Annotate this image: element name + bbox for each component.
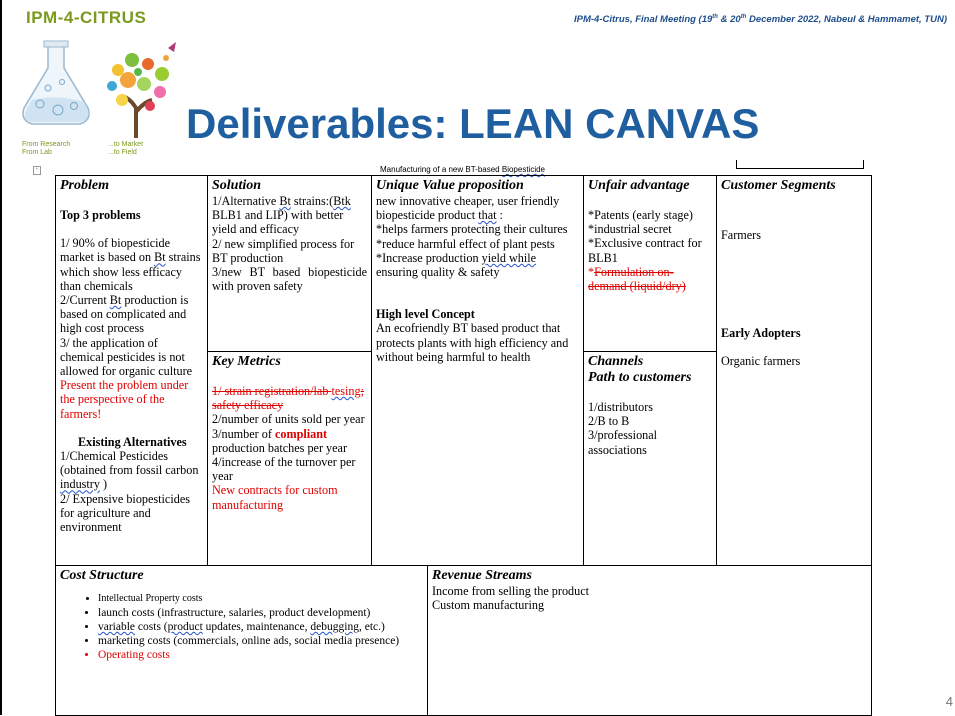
alternative-2: 2/ Expensive biopesticides for agricultu… xyxy=(60,491,190,535)
problem-cell: Problem Top 3 problems 1/ 90% of biopest… xyxy=(55,175,208,566)
cost-cell: Cost Structure Intellectual Property cos… xyxy=(55,565,428,716)
project-logo xyxy=(22,40,176,138)
cost-item: marketing costs (commercials, online ads… xyxy=(98,634,423,648)
solution-header: Solution xyxy=(212,178,262,193)
brand-title: IPM-4-CITRUS xyxy=(26,8,147,27)
problem-2: 2/Current Bt production is based on comp… xyxy=(60,293,189,336)
cost-item: launch costs (infrastructure, salaries, … xyxy=(98,606,423,620)
revenue-cell: Revenue Streams Income from selling the … xyxy=(427,565,872,716)
concept-text: An ecofriendly BT based product that pro… xyxy=(376,321,569,364)
problem-1: 1/ 90% of biopesticide market is based o… xyxy=(60,236,201,293)
channel-2: 2/B to B xyxy=(588,414,630,429)
unfair-header: Unfair advantage xyxy=(588,178,690,193)
channel-1: 1/distributors xyxy=(588,400,654,414)
uvp-bullet-3: *Increase production yield while ensurin… xyxy=(376,250,537,280)
solution-cell: Solution 1/Alternative Bt strains:(Btk B… xyxy=(207,175,372,352)
metric-1: 1/ strain registration/lab tesing; safet… xyxy=(212,384,364,413)
key-metrics-cell: Key Metrics 1/ strain registration/lab t… xyxy=(207,351,372,566)
canvas-caption: Manufacturing of a new BT-based Biopesti… xyxy=(380,165,545,174)
cost-item: variable costs (product updates, mainten… xyxy=(98,620,423,634)
early-adopters: Organic farmers xyxy=(721,354,801,369)
revenue-header: Revenue Streams xyxy=(432,568,532,583)
channels-header: Channels xyxy=(588,354,644,369)
channels-cell: Channels Path to customers 1/distributor… xyxy=(583,351,717,566)
solution-1: 1/Alternative Bt strains:(Btk BLB1 and L… xyxy=(212,194,351,237)
cost-item: Intellectual Property costs xyxy=(98,592,423,606)
bracket-mark xyxy=(736,160,864,169)
uvp-header: Unique Value proposition xyxy=(376,178,524,193)
problem-note: Present the problem under the perspectiv… xyxy=(60,378,189,421)
uvp-bullet-1: *helps farmers protecting their cultures xyxy=(376,222,568,237)
cost-list: Intellectual Property costs launch costs… xyxy=(60,592,423,662)
unfair-4: *Formulation on-demand (liquid/dry) xyxy=(588,264,686,294)
problem-3: 3/ the application of chemical pesticide… xyxy=(60,335,193,379)
top-problems-title: Top 3 problems xyxy=(60,208,141,222)
tree-icon xyxy=(107,42,176,138)
cost-header: Cost Structure xyxy=(60,568,144,583)
flask-icon xyxy=(22,40,90,125)
page-number: 4 xyxy=(945,694,953,709)
logo-caption-left: From Research From Lab xyxy=(22,141,71,156)
unfair-2: *industrial secret xyxy=(588,222,672,237)
alternatives-title: Existing Alternatives xyxy=(78,434,187,449)
problem-header: Problem xyxy=(60,178,109,193)
alternative-1: 1/Chemical Pesticides (obtained from fos… xyxy=(60,449,199,492)
unfair-cell: Unfair advantage *Patents (early stage) … xyxy=(583,175,717,352)
segments-header: Customer Segments xyxy=(721,178,836,193)
metric-3: 3/number of compliant production batches… xyxy=(212,426,348,455)
uvp-bullet-2: *reduce harmful effect of plant pests xyxy=(376,236,555,251)
metric-2: 2/number of units sold per year xyxy=(212,412,365,427)
segments-cell: Customer Segments Farmers Early Adopters… xyxy=(716,175,872,566)
unfair-3: *Exclusive contract for BLB1 xyxy=(588,236,702,265)
page-title: Deliverables: LEAN CANVAS xyxy=(186,100,760,147)
uvp-intro: new innovative cheaper, user friendly bi… xyxy=(376,194,560,223)
lean-canvas-table: Problem Top 3 problems 1/ 90% of biopest… xyxy=(55,175,872,716)
metric-5: New contracts for custom manufacturing xyxy=(212,483,338,512)
early-adopters-title: Early Adopters xyxy=(721,326,801,341)
meeting-info: IPM-4-Citrus, Final Meeting (19th & 20th… xyxy=(574,14,947,26)
segment-1: Farmers xyxy=(721,228,761,242)
solution-2: 2/ new simplified process for BT product… xyxy=(212,236,355,265)
cost-item: Operating costs xyxy=(98,648,423,662)
channel-3: 3/professional associations xyxy=(588,428,658,457)
revenue-2: Custom manufacturing xyxy=(432,598,545,613)
concept-title: High level Concept xyxy=(376,307,475,322)
solution-3: 3/new BT based biopesticide with proven … xyxy=(212,265,367,294)
key-metrics-header: Key Metrics xyxy=(212,354,281,369)
revenue-1: Income from selling the product xyxy=(432,584,590,598)
uvp-cell: Unique Value proposition new innovative … xyxy=(371,175,584,566)
unfair-1: *Patents (early stage) xyxy=(588,208,693,222)
metric-4: 4/increase of the turnover per year xyxy=(212,455,356,484)
table-anchor-icon: + xyxy=(33,166,41,175)
path-header: Path to customers xyxy=(588,370,692,385)
logo-caption-right: ...to Market ...to Field xyxy=(108,141,144,156)
